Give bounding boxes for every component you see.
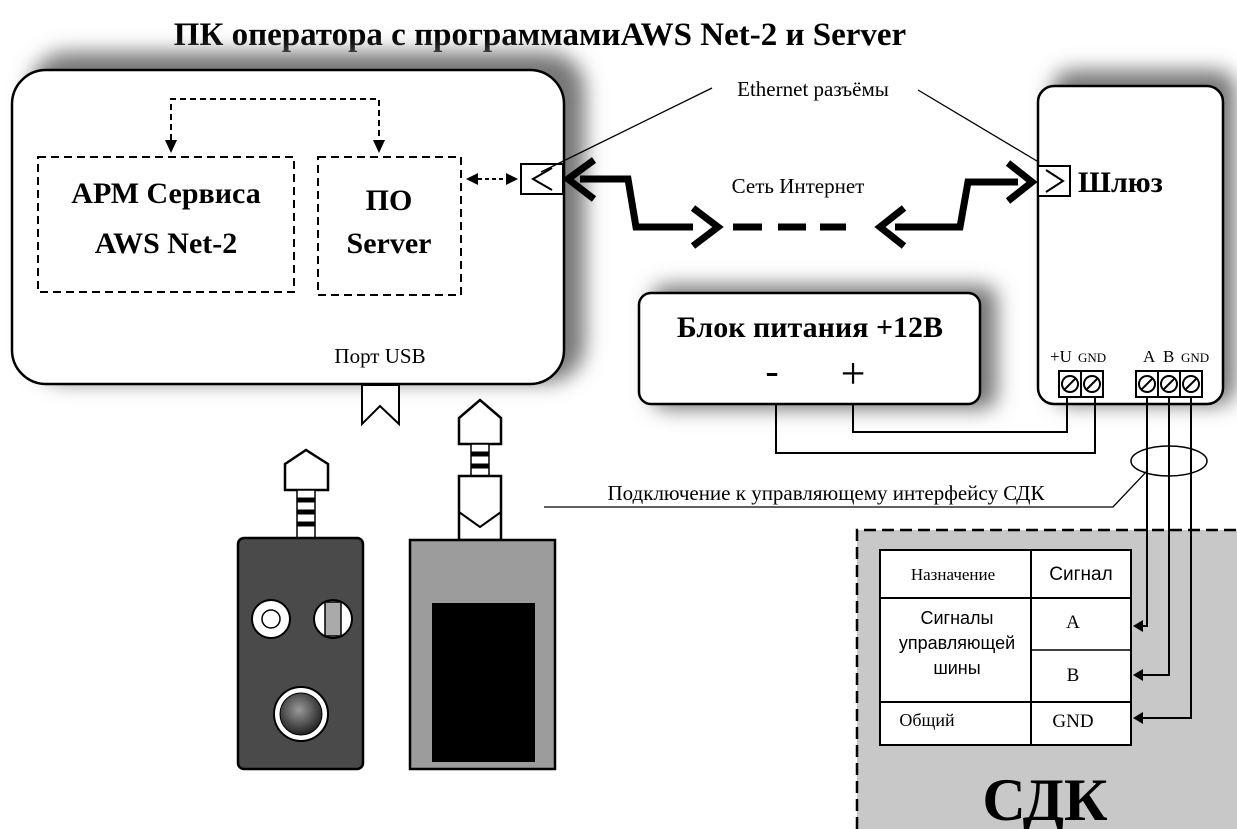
arm-service-line1: АРМ Сервиса — [71, 177, 260, 210]
usb-device-left — [236, 536, 365, 771]
wire-b-arrow-icon — [1133, 669, 1143, 681]
cable-bundle-marker — [1130, 445, 1208, 477]
power-supply-label: Блок питания +12В — [677, 311, 943, 344]
table-signal-b: B — [1067, 665, 1080, 686]
sdk-label: СДК — [982, 767, 1107, 829]
wire-gnd-arrow-icon — [1133, 712, 1143, 724]
wire-a-arrow-icon — [1133, 620, 1143, 632]
table-header-signal: Сигнал — [1049, 564, 1112, 585]
power-plus-label: + — [841, 349, 866, 398]
terminal-b-label: B — [1163, 347, 1174, 366]
gateway-ethernet-latch-icon — [1045, 169, 1065, 193]
arrow-to-server-icon — [373, 140, 385, 153]
diagram-title: ПК оператора с программамиAWS Net-2 и Se… — [174, 17, 906, 53]
arrow-right-icon — [506, 173, 518, 185]
table-row1-purpose-line3: шины — [933, 658, 980, 678]
terminal-plus-u-label: +U — [1050, 347, 1072, 366]
sdk-signal-table — [879, 549, 1132, 746]
arrow-to-arm-icon — [165, 140, 177, 153]
internet-label: Сеть Интернет — [732, 174, 865, 198]
power-minus-wire — [775, 397, 1096, 454]
internal-link-line — [170, 98, 380, 140]
table-header-purpose: Назначение — [911, 565, 995, 584]
terminal-a-label: A — [1143, 347, 1156, 366]
table-signal-gnd: GND — [1052, 711, 1093, 732]
left-arrowhead-icon — [562, 157, 597, 202]
table-row1-purpose-line1: Сигналы — [920, 608, 993, 628]
wire-gnd — [1141, 397, 1192, 719]
table-signal-a: A — [1066, 612, 1080, 633]
power-supply-box — [637, 291, 982, 406]
power-plus-wire — [852, 397, 1068, 433]
pc-box — [10, 68, 566, 386]
connection-pointer — [544, 470, 1148, 508]
left-arrowhead2-icon — [690, 205, 724, 249]
left-link-line — [580, 175, 693, 231]
device-screen — [432, 603, 535, 762]
usb-plug-right-icon — [457, 398, 503, 446]
arm-service-line2: AWS Net-2 — [95, 227, 238, 260]
terminal-gnd1-label: GND — [1078, 350, 1106, 365]
table-row2-purpose: Общий — [899, 710, 955, 730]
sdk-border — [855, 528, 1237, 829]
gateway-label: Шлюз — [1078, 166, 1163, 199]
power-minus-label: - — [765, 348, 778, 393]
usb-plug-left-icon — [283, 448, 330, 492]
terminal-gnd2-label: GND — [1181, 350, 1209, 365]
gateway-box — [1036, 84, 1225, 406]
usb-port-icon — [361, 384, 400, 427]
right-arrowhead-icon — [874, 205, 907, 249]
wire-b — [1141, 397, 1170, 676]
pc-ethernet-port — [520, 163, 564, 195]
pc-ethernet-latch-icon — [531, 167, 553, 191]
table-row1-purpose-line2: управляющей — [899, 633, 1015, 653]
right-arrowhead2-icon — [1005, 160, 1038, 204]
connection-label: Подключение к управляющему интерфейсу СД… — [608, 481, 1046, 505]
server-box — [317, 156, 462, 296]
round-button-icon — [251, 599, 291, 639]
arrow-left-icon — [466, 173, 478, 185]
gateway-ethernet-port — [1037, 165, 1071, 197]
usb-port-label: Порт USB — [334, 344, 425, 368]
right-link-line — [895, 178, 1018, 231]
ethernet-label: Ethernet разъёмы — [737, 77, 889, 101]
server-line2: Server — [347, 227, 432, 260]
ethernet-pointer-pc — [540, 87, 713, 173]
server-line1: ПО — [366, 184, 413, 217]
